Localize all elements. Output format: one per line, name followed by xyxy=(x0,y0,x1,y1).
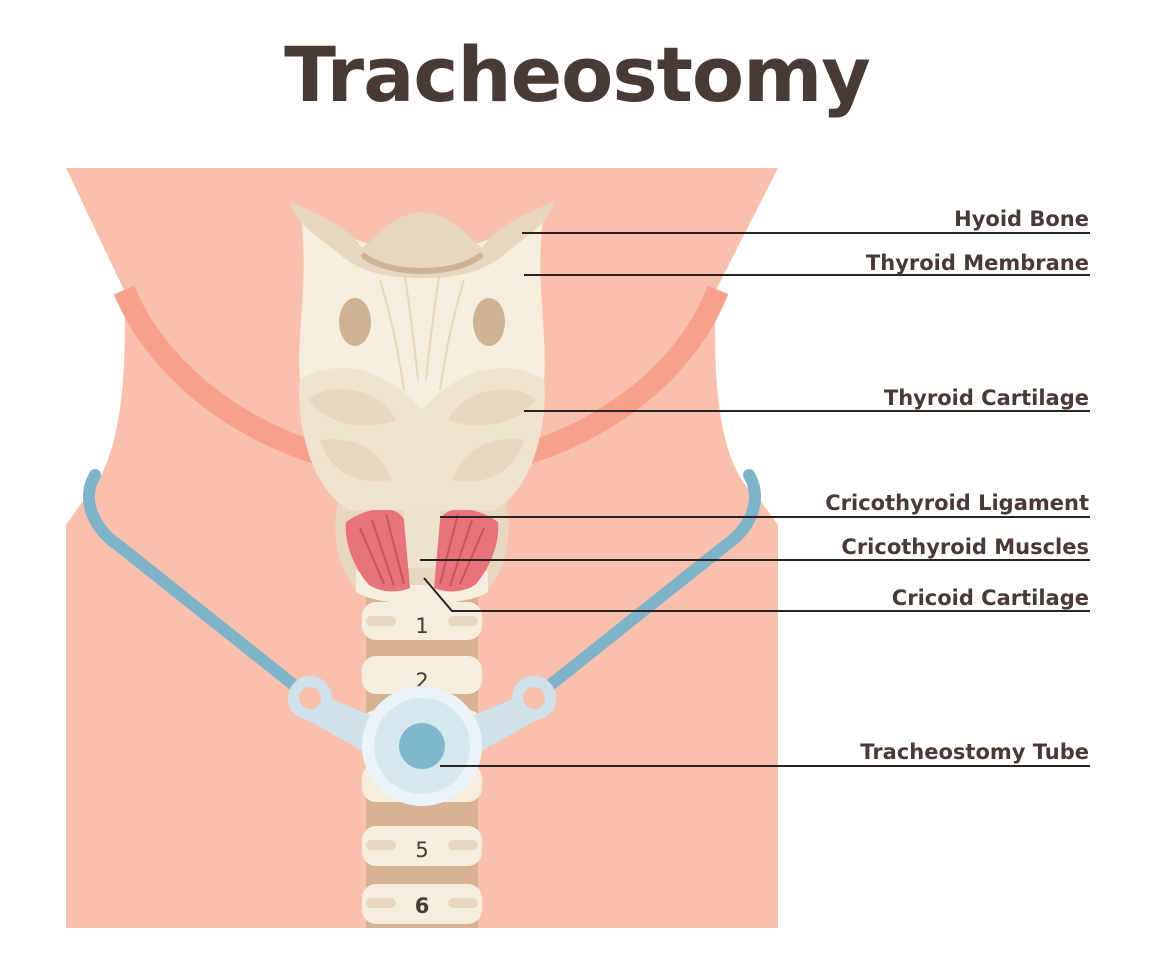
label-thyroid-cartilage: Thyroid Cartilage xyxy=(884,386,1089,410)
cricothyroid-ligament xyxy=(404,508,440,568)
trachea-ring-2 xyxy=(362,656,482,694)
thyroid-foramen-right xyxy=(473,298,505,346)
label-tracheostomy-tube: Tracheostomy Tube xyxy=(860,740,1089,764)
thyroid-foramen-left xyxy=(339,298,371,346)
label-thyroid-membrane: Thyroid Membrane xyxy=(866,251,1089,275)
tube-opening xyxy=(399,723,445,769)
label-cricoid-cartilage: Cricoid Cartilage xyxy=(892,586,1089,610)
diagram-title: Tracheostomy xyxy=(284,30,871,119)
ring-number-5: 5 xyxy=(415,838,428,862)
hyoid-bone xyxy=(290,202,554,278)
leader-lines xyxy=(420,232,1090,767)
trachea-ring-6 xyxy=(362,884,482,924)
label-cricothyroid-muscles: Cricothyroid Muscles xyxy=(841,535,1089,559)
label-hyoid-bone: Hyoid Bone xyxy=(954,207,1089,231)
ring-number-1: 1 xyxy=(415,614,428,638)
tube-tie-left xyxy=(83,469,306,696)
label-cricothyroid-ligament: Cricothyroid Ligament xyxy=(825,491,1089,515)
trachea-ring-5 xyxy=(362,826,482,866)
leader-cricoid-cartilage xyxy=(423,577,1090,612)
ring-number-6: 6 xyxy=(415,894,430,918)
tracheostomy-tube xyxy=(288,676,556,806)
